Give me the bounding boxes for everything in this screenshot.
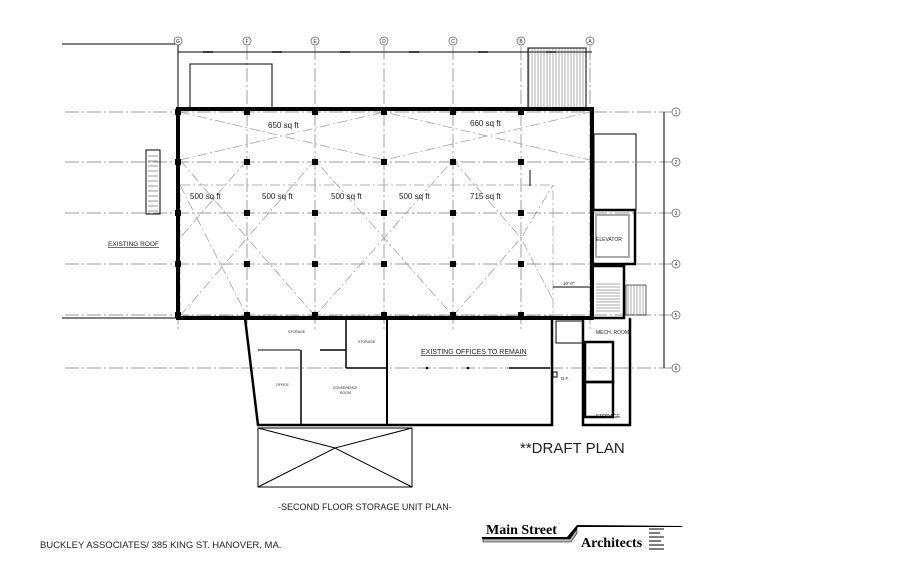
column-label: G	[176, 39, 180, 45]
column-post	[518, 109, 524, 115]
column-post	[175, 159, 181, 165]
column-post	[450, 312, 456, 318]
conference-room-label: CONFERENCE	[333, 386, 358, 390]
stair-treads	[148, 155, 158, 212]
client-address: BUCKLEY ASSOCIATES/ 385 KING ST. HANOVER…	[40, 540, 281, 551]
column-post	[518, 159, 524, 165]
existing-offices-block	[243, 317, 632, 427]
roof-structure	[189, 63, 273, 110]
logo-text: Architects	[581, 536, 643, 551]
row-label: 1	[675, 110, 678, 116]
column-label: B	[519, 39, 523, 45]
area-label: 500 sq ft	[331, 192, 362, 201]
deck-hatched	[527, 47, 587, 110]
column-label: D	[382, 39, 386, 45]
column-post	[381, 312, 387, 318]
existing-roof-outline	[62, 43, 179, 109]
elevator-label: ELEVATOR	[596, 237, 622, 243]
landing	[625, 284, 647, 316]
main-street-architects-logo: Main Street Architects	[482, 523, 682, 551]
draft-plan-label: **DRAFT PLAN	[520, 440, 625, 457]
column-post	[175, 312, 181, 318]
column-bubble: A	[585, 36, 595, 46]
column-post	[312, 159, 318, 165]
storage-label: STORAGE	[358, 340, 376, 344]
column-post	[450, 261, 456, 267]
column-post	[175, 261, 181, 267]
column-post	[244, 159, 250, 165]
column-bubble: D	[379, 36, 389, 46]
column-post	[518, 312, 524, 318]
office-label: OFFICE	[276, 383, 289, 387]
row-label: 4	[675, 262, 678, 268]
drawing-title: -SECOND FLOOR STORAGE UNIT PLAN-	[278, 502, 452, 512]
right-annex	[593, 133, 637, 211]
column-bubble: C	[448, 36, 458, 46]
structural-columns	[175, 109, 524, 318]
storage-label: STORAGE	[596, 414, 621, 420]
column-bubble: F	[242, 36, 252, 46]
mech-room-label: MECH. ROOM	[596, 330, 629, 336]
elevator-shaft	[590, 208, 637, 266]
column-bubble: G	[173, 36, 183, 46]
column-post	[381, 159, 387, 165]
area-label: 650 sq ft	[268, 121, 299, 130]
row-label: 5	[675, 313, 678, 319]
row-grid-bubbles: 1 2 3 4 5 6	[671, 107, 681, 373]
column-post	[381, 109, 387, 115]
row-bubble: 6	[671, 363, 681, 373]
area-label: 500 sq ft	[262, 192, 293, 201]
column-bubble: B	[516, 36, 526, 46]
left-stair	[145, 149, 161, 215]
existing-offices-label: EXISTING OFFICES TO REMAIN	[421, 349, 527, 356]
column-post	[244, 261, 250, 267]
column-bubble: E	[310, 36, 320, 46]
grid-lines	[65, 46, 672, 369]
column-post	[244, 312, 250, 318]
row-label: 2	[675, 160, 678, 166]
existing-roof-label: EXISTING ROOF	[108, 241, 159, 248]
column-post	[450, 210, 456, 216]
column-post	[518, 261, 524, 267]
row-bubble: 1	[671, 107, 681, 117]
column-label: F	[245, 39, 248, 45]
column-post	[518, 210, 524, 216]
conference-room-label: ROOM	[340, 391, 351, 395]
row-label: 3	[675, 211, 678, 217]
stair-enclosure	[590, 264, 626, 320]
column-post	[312, 261, 318, 267]
column-post	[450, 159, 456, 165]
row-bubble: 2	[671, 157, 681, 167]
column-post	[312, 109, 318, 115]
column-post	[175, 109, 181, 115]
column-post	[175, 210, 181, 216]
column-post	[450, 109, 456, 115]
row-label: 6	[675, 366, 678, 372]
area-label: 660 sq ft	[470, 119, 501, 128]
column-post	[381, 210, 387, 216]
df-label: D.F.	[561, 376, 569, 381]
elevator-car	[595, 214, 630, 258]
area-label: 500 sq ft	[190, 192, 221, 201]
column-post	[244, 210, 250, 216]
column-post	[381, 261, 387, 267]
logo-text: Main Street	[486, 523, 557, 538]
storage-label: STORAGE	[288, 330, 306, 334]
row-bubble: 3	[671, 208, 681, 218]
area-label: 500 sq ft	[399, 192, 430, 201]
bottom-roof	[257, 427, 413, 488]
column-post	[312, 312, 318, 318]
area-label: 715 sq ft	[470, 192, 501, 201]
column-label: E	[313, 39, 317, 45]
row-bubble: 5	[671, 310, 681, 320]
dimension-label: 10'-0"	[563, 281, 575, 286]
row-bubble: 4	[671, 259, 681, 269]
column-post	[312, 210, 318, 216]
stair-treads-right	[596, 283, 620, 312]
column-label: A	[588, 39, 592, 45]
column-label: C	[451, 39, 455, 45]
column-post	[244, 109, 250, 115]
